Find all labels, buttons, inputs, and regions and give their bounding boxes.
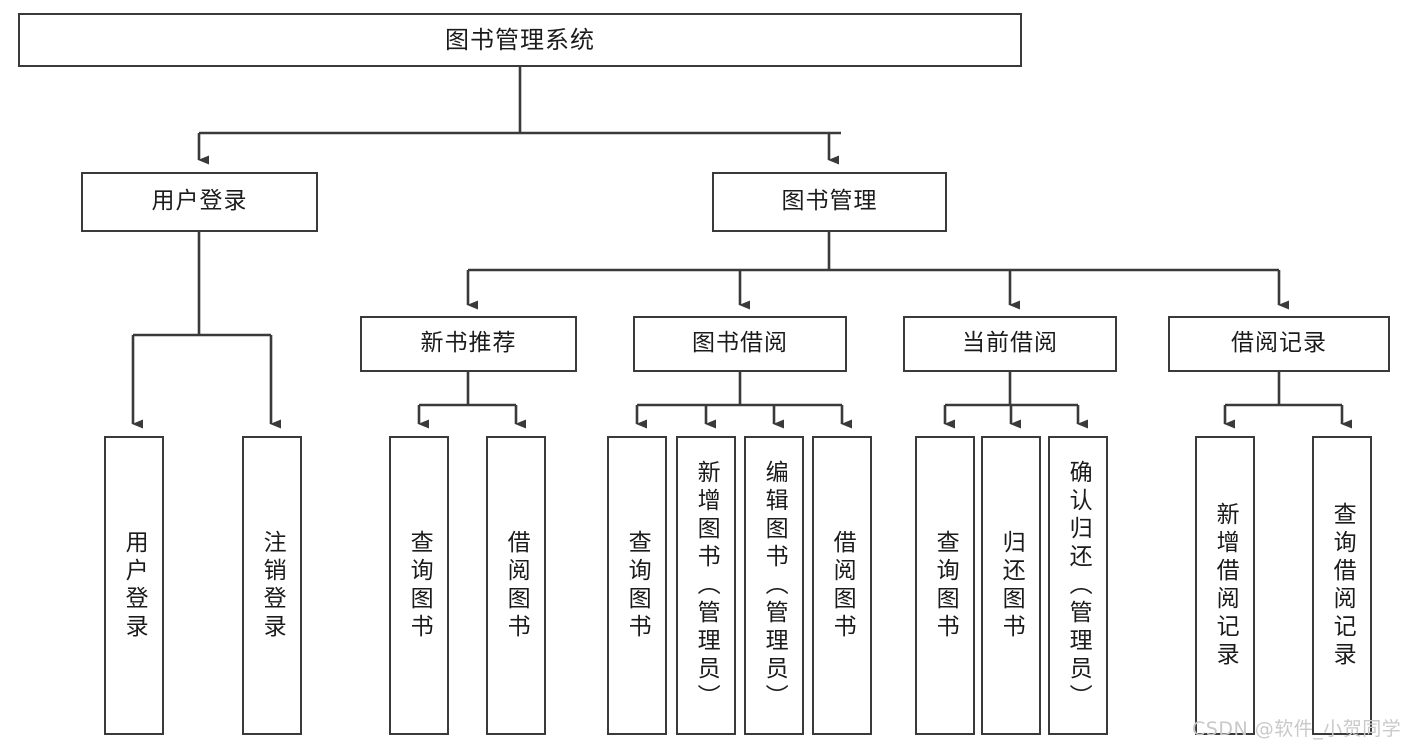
node-label: 查询借阅记录 — [1329, 501, 1356, 670]
leaf-borrow-record-query[interactable]: 查询借阅记录 — [1312, 436, 1372, 735]
csdn-watermark: CSDN @软件_小贺同学 — [1192, 718, 1402, 740]
node-user-login[interactable]: 用户登录 — [81, 172, 318, 232]
node-label: 图书管理系统 — [445, 25, 595, 54]
leaf-current-borrow-return[interactable]: 归还图书 — [981, 436, 1041, 735]
node-label: 用户登录 — [121, 529, 148, 642]
node-label: 借阅图书 — [503, 529, 530, 642]
node-label: 查询图书 — [932, 529, 959, 642]
node-borrow-record[interactable]: 借阅记录 — [1168, 316, 1390, 372]
node-label: 编辑图书（管理员） — [761, 459, 788, 712]
node-label: 查询图书 — [406, 529, 433, 642]
node-label: 当前借阅 — [962, 330, 1058, 357]
node-root-system[interactable]: 图书管理系统 — [18, 13, 1022, 67]
leaf-user-login-logout[interactable]: 注销登录 — [242, 436, 302, 735]
leaf-current-borrow-confirm-return[interactable]: 确认归还（管理员） — [1048, 436, 1108, 735]
node-label: 归还图书 — [998, 529, 1025, 642]
leaf-new-book-borrow[interactable]: 借阅图书 — [486, 436, 546, 735]
node-label: 注销登录 — [259, 529, 286, 642]
node-current-borrow[interactable]: 当前借阅 — [903, 316, 1117, 372]
node-label: 用户登录 — [151, 188, 248, 215]
leaf-new-book-query[interactable]: 查询图书 — [389, 436, 449, 735]
node-label: 借阅记录 — [1231, 330, 1327, 357]
leaf-user-login-login[interactable]: 用户登录 — [104, 436, 164, 735]
node-book-borrow[interactable]: 图书借阅 — [633, 316, 847, 372]
node-label: 图书借阅 — [692, 330, 788, 357]
node-label: 查询图书 — [624, 529, 651, 642]
node-label: 图书管理 — [781, 188, 878, 215]
leaf-borrow-record-add[interactable]: 新增借阅记录 — [1195, 436, 1255, 735]
node-label: 新增图书（管理员） — [693, 459, 720, 712]
node-book-management[interactable]: 图书管理 — [712, 172, 947, 232]
leaf-book-borrow-edit[interactable]: 编辑图书（管理员） — [744, 436, 804, 735]
node-new-book-recommend[interactable]: 新书推荐 — [360, 316, 577, 372]
leaf-book-borrow-borrow[interactable]: 借阅图书 — [812, 436, 872, 735]
node-label: 借阅图书 — [829, 529, 856, 642]
node-label: 新书推荐 — [420, 330, 517, 357]
node-label: 确认归还（管理员） — [1065, 459, 1092, 712]
leaf-current-borrow-query[interactable]: 查询图书 — [915, 436, 975, 735]
leaf-book-borrow-add[interactable]: 新增图书（管理员） — [676, 436, 736, 735]
leaf-book-borrow-query[interactable]: 查询图书 — [607, 436, 667, 735]
node-label: 新增借阅记录 — [1212, 501, 1239, 670]
